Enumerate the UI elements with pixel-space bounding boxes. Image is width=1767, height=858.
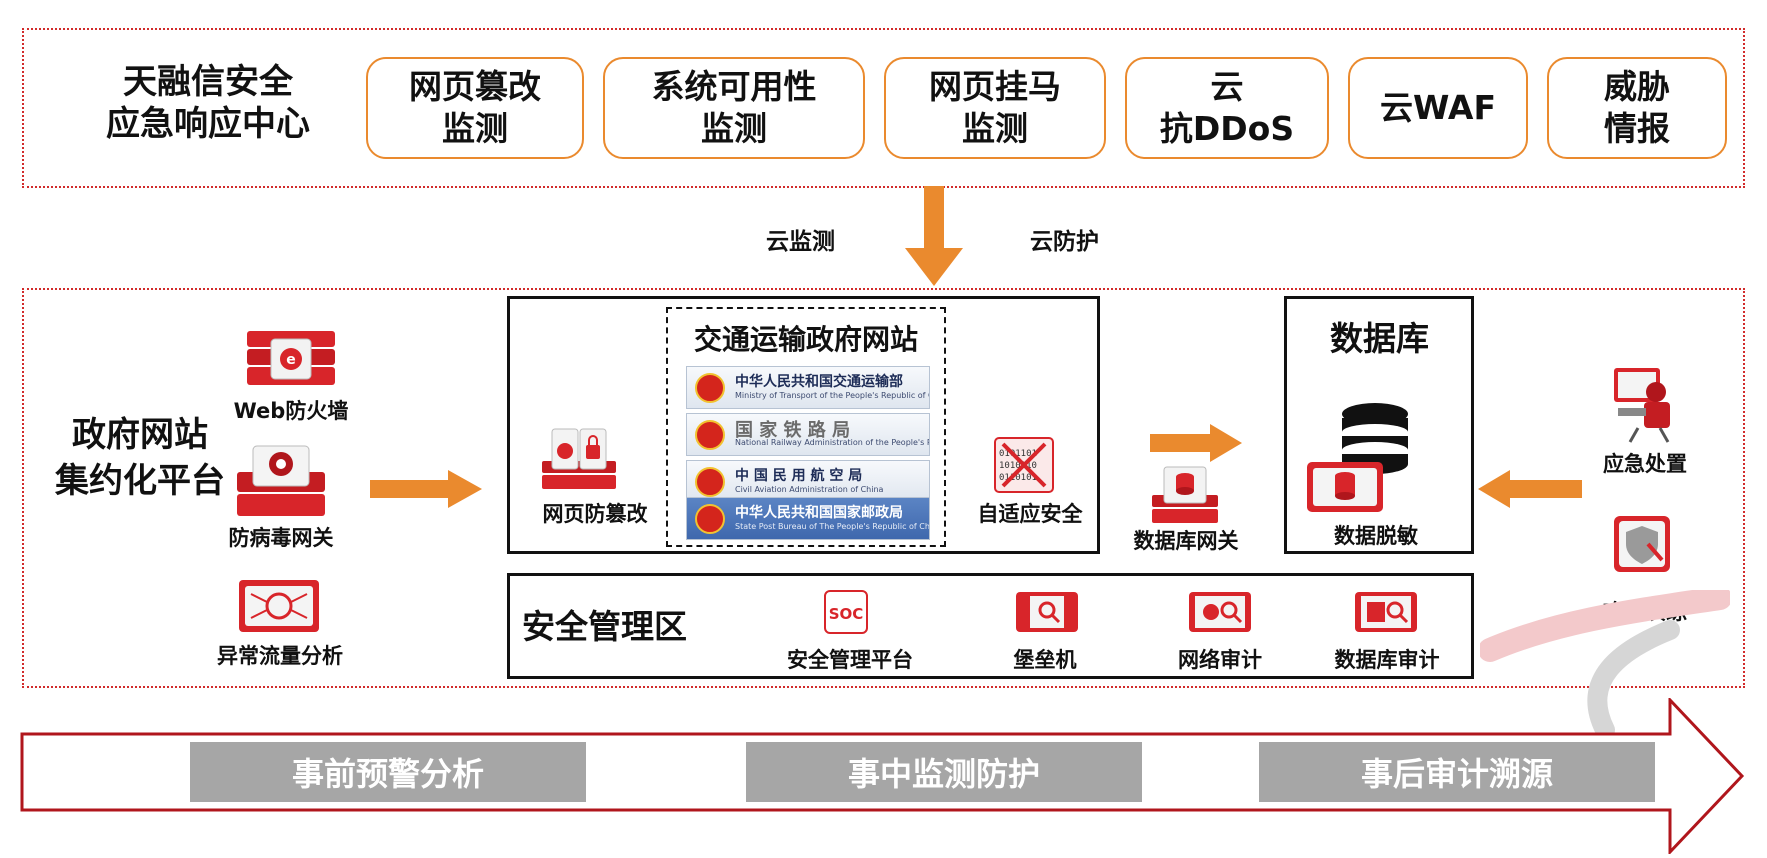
website-block-title: 交通运输政府网站: [693, 323, 918, 356]
emergency-to-database-arrow: [1478, 470, 1582, 508]
adaptive-security-label: 自适应安全: [977, 502, 1083, 526]
national-emblem-icon: [695, 467, 725, 497]
database-audit-label: 数据库审计: [1334, 648, 1440, 672]
phase-audit-trace: 事后审计溯源: [1259, 742, 1655, 802]
database-gateway-label: 数据库网关: [1133, 529, 1239, 553]
cloud-service-section: [22, 28, 1745, 188]
platform-to-website-arrow: [370, 470, 482, 508]
service-web-tamper-monitor[interactable]: 网页篡改 监测: [366, 57, 584, 159]
emergency-response-label: 应急处置: [1603, 452, 1687, 476]
logo-post-bureau: 中华人民共和国国家邮政局 State Post Bureau of The Pe…: [686, 497, 930, 540]
service-availability-monitor[interactable]: 系统可用性 监测: [603, 57, 865, 159]
traffic-analysis-icon: [239, 580, 319, 632]
anti-tamper-icon: [542, 428, 616, 489]
bastion-host-icon: [1016, 592, 1078, 632]
service-cloud-anti-ddos[interactable]: 云 抗DDoS: [1125, 57, 1329, 159]
response-center-title: 天融信安全 应急响应中心: [106, 62, 310, 144]
soc-platform-icon: SOC: [824, 590, 868, 634]
platform-section: [22, 288, 1745, 688]
anti-tamper-label: 网页防篡改: [542, 502, 648, 526]
cloud-down-arrow: [905, 186, 963, 286]
network-audit-label: 网络审计: [1178, 648, 1262, 672]
data-masking-label: 数据脱敏: [1334, 524, 1418, 548]
decorative-brush-stroke: [1480, 590, 1730, 740]
logo-civil-aviation: 中 国 民 用 航 空 局 Civil Aviation Administrat…: [686, 460, 930, 503]
web-firewall-label: Web防火墙: [233, 399, 349, 423]
security-platform-label: 安全管理平台: [787, 648, 913, 672]
traffic-analysis-label: 异常流量分析: [217, 644, 343, 668]
antivirus-gateway-icon: [237, 445, 325, 516]
svg-text:1010110: 1010110: [999, 461, 1037, 471]
data-masking-icon: [1307, 462, 1383, 512]
security-zone-title: 安全管理区: [522, 607, 687, 646]
bastion-host-label: 堡垒机: [1013, 648, 1077, 672]
website-logo-group: [666, 307, 946, 547]
cloud-monitor-label: 云监测: [766, 229, 835, 255]
national-emblem-icon: [695, 373, 725, 403]
website-to-database-arrow: [1150, 424, 1242, 462]
phase-pre-warning: 事前预警分析: [190, 742, 586, 802]
svg-text:e: e: [286, 352, 296, 368]
database-title: 数据库: [1330, 319, 1429, 358]
soc-icon-text: SOC: [829, 605, 864, 623]
national-emblem-icon: [695, 504, 725, 534]
database-gateway-icon: [1152, 466, 1218, 523]
svg-text:0101101: 0101101: [999, 449, 1037, 459]
service-threat-intel[interactable]: 威胁 情报: [1547, 57, 1727, 159]
network-audit-icon: [1189, 592, 1251, 632]
logo-railway-admin: 国 家 铁 路 局 National Railway Administratio…: [686, 413, 930, 456]
platform-title: 政府网站 集约化平台: [55, 415, 225, 501]
service-cloud-waf[interactable]: 云WAF: [1348, 57, 1528, 159]
svg-text:0110101: 0110101: [999, 473, 1037, 483]
service-webshell-monitor[interactable]: 网页挂马 监测: [884, 57, 1106, 159]
adaptive-security-icon: 0101101 1010110 0110101: [994, 437, 1054, 493]
database-audit-icon: [1355, 592, 1417, 632]
national-emblem-icon: [695, 420, 725, 450]
shield-icon: [1614, 516, 1670, 572]
logo-ministry-transport: 中华人民共和国交通运输部 Ministry of Transport of th…: [686, 366, 930, 409]
web-firewall-icon: e: [247, 331, 335, 385]
emergency-response-icon: [1614, 368, 1670, 443]
security-management-zone: [507, 573, 1474, 679]
phase-monitor-protect: 事中监测防护: [746, 742, 1142, 802]
cloud-protect-label: 云防护: [1030, 229, 1099, 255]
antivirus-gateway-label: 防病毒网关: [228, 526, 334, 550]
